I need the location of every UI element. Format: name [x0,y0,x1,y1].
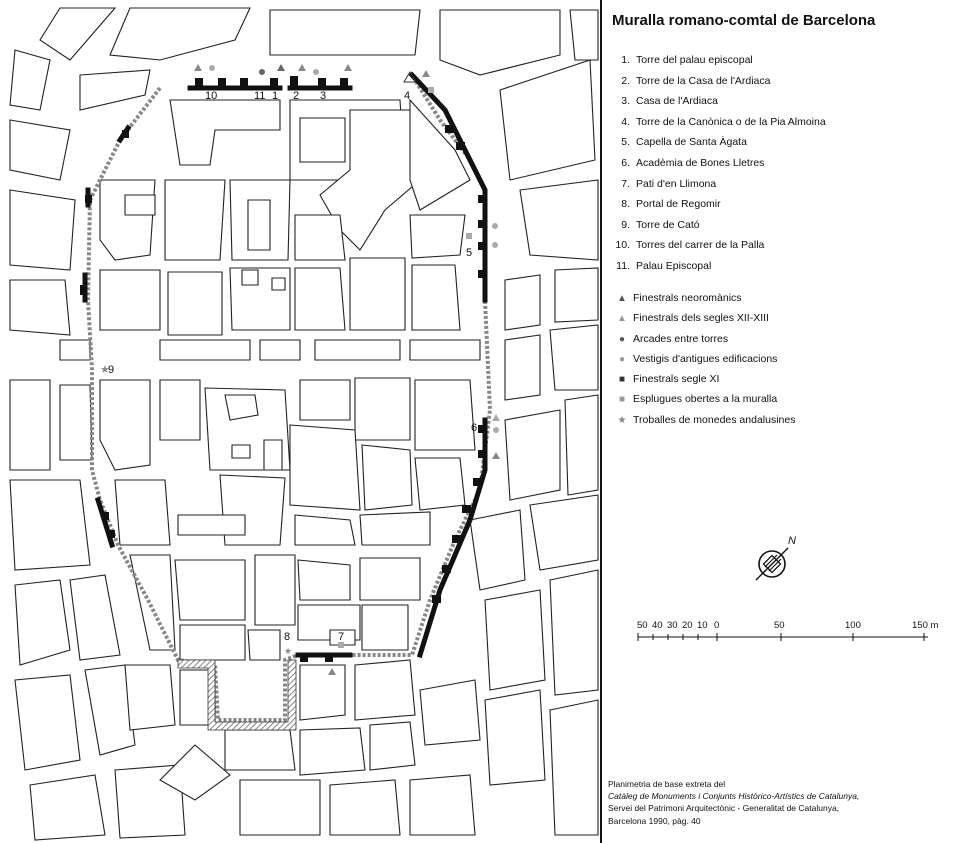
scale-label: 30 [667,620,678,631]
map-label-6: 6 [471,422,477,434]
legend-item-number: 9. [621,218,630,231]
credit-line: Planimetria de base extreta del [608,779,726,789]
square-light-icon: ■ [618,394,626,406]
symbol-legend-label: Finestrals neoromànics [633,292,742,304]
legend-panel: Muralla romano-comtal de Barcelona 1. Tor… [602,0,970,843]
map-label-9: 9 [108,364,114,376]
legend-item: 6. Acadèmia de Bones Lletres [614,153,826,174]
circle-light-icon: ● [618,353,626,365]
legend-item: 8. Portal de Regomir [614,194,826,215]
scale-label: 50 [774,620,785,631]
scale-label: 50 [637,620,648,631]
legend-item-number: 6. [621,156,630,169]
legend-item: 11. Palau Episcopal [614,256,826,277]
legend-item-label: Torre de la Canònica o de la Pia Almoina [636,115,826,128]
triangle-light-icon: ▲ [617,313,627,325]
symbol-legend-label: Finestrals segle XI [633,373,720,386]
triangle-dark-icon: ▲ [617,293,627,304]
map-label-8: 8 [284,631,290,643]
map-label-1: 1 [272,90,278,102]
symbol-legend: ▲ Finestrals neoromànics ▲ Finestrals dels… [616,288,795,430]
legend-item: 7. Pati d'en Llimona [614,174,826,195]
legend-item-number: 4. [621,115,630,128]
legend-title: Muralla romano-comtal de Barcelona [612,12,876,29]
legend-item-label: Acadèmia de Bones Lletres [636,156,765,169]
symbol-legend-label: Finestrals dels segles XII-XIII [633,312,769,325]
legend-item: 1. Torre del palau episcopal [614,50,826,71]
regomir-gate-outline [177,659,297,731]
symbol-legend-item: ▲ Finestrals neoromànics [616,288,795,308]
star-icon: ★ [617,414,627,426]
map-label-5: 5 [466,247,472,259]
legend-item-label: Pati d'en Llimona [636,177,717,190]
map-label-4: 4 [404,90,410,102]
legend-item-label: Casa de l'Ardiaca [636,95,718,108]
legend-item: 2. Torre de la Casa de l'Ardiaca [614,71,826,92]
symbol-legend-item: ★ Troballes de monedes andalusines [616,410,796,430]
legend-item-label: Torres del carrer de la Palla [636,239,765,252]
map-label-3: 3 [320,90,326,102]
svg-text:★: ★ [284,646,292,656]
svg-text:★: ★ [100,364,110,376]
legend-item-label: Torre de Cató [636,218,700,231]
symbol-legend-label: Vestigis d'antigues edificacions [633,352,778,365]
legend-item: 3. Casa de l'Ardiaca [614,91,826,112]
symbol-legend-item: ▲ Finestrals dels segles XII-XIII [616,308,795,328]
wall-trace-lost [85,78,493,722]
symbol-legend-label: Arcades entre torres [633,332,729,345]
panel-divider [600,0,602,843]
wall-towers [80,76,487,662]
symbol-legend-label: Troballes de monedes andalusines [633,413,796,426]
map-label-7: 7 [338,631,344,643]
map-label-11: 11 [254,90,265,102]
credit-line: Servei del Patrimoni Arquitectònic - Gen… [608,803,840,814]
numbered-legend: 1. Torre del palau episcopal 2. Torre de l… [614,50,826,277]
legend-item: 10. Torres del carrer de la Palla [614,235,826,256]
symbol-legend-item: ■ Finestrals segle XI [616,369,795,389]
legend-item-number: 1. [621,54,630,66]
legend-item: 9. Torre de Cató [614,215,826,236]
legend-item-label: Portal de Regomir [636,198,721,211]
map-label-2: 2 [293,90,299,102]
city-map: ★ ★ 10 11 1 2 3 4 5 6 7 8 9 [9,7,599,841]
legend-item: 4. Torre de la Canònica o de la Pia Almoi… [614,112,826,133]
symbol-legend-item: ● Vestigis d'antigues edificacions [616,349,795,369]
legend-item-label: Palau Episcopal [636,259,712,272]
map-symbols: ★ ★ [100,64,500,675]
legend-item-number: 3. [621,95,630,108]
legend-item-number: 5. [621,136,630,149]
legend-item: 5. Capella de Santa Àgata [614,132,826,153]
legend-item-number: 11. [616,259,630,272]
scale-label: 20 [682,620,693,631]
scale-label: 10 [697,620,708,631]
legend-item-number: 8. [621,198,630,211]
scale-label: 100 [845,620,861,631]
compass-icon: N [755,535,796,581]
credit-line: Barcelona 1990, pàg. 40 [608,815,701,826]
credit-line: Catàleg de Monuments i Conjunts Històric… [608,791,860,802]
legend-item-label: Capella de Santa Àgata [636,136,747,149]
legend-item-number: 2. [621,74,630,87]
symbol-legend-label: Esplugues obertes a la muralla [633,393,778,406]
map-credits: Planimetria de base extreta del Catàleg … [608,778,859,827]
scale-label: 0 [714,620,720,631]
symbol-legend-item: ● Arcades entre torres [616,329,795,349]
circle-dark-icon: ● [618,333,626,345]
legend-item-number: 7. [621,177,630,190]
scale-label: 150 m [912,620,939,631]
scale-ruler [637,633,928,641]
map-number-labels: 10 11 1 2 3 4 5 6 7 8 9 [108,90,477,643]
scale-label: 40 [652,620,663,631]
legend-item-label: Torre de la Casa de l'Ardiaca [636,74,771,87]
map-label-10: 10 [205,90,217,102]
square-dark-icon: ■ [618,374,626,386]
city-blocks [9,7,599,841]
legend-item-label: Torre del palau episcopal [636,54,753,66]
compass-north-label: N [788,535,796,547]
symbol-legend-item: ■ Esplugues obertes a la muralla [616,389,795,409]
legend-item-number: 10. [615,239,630,252]
